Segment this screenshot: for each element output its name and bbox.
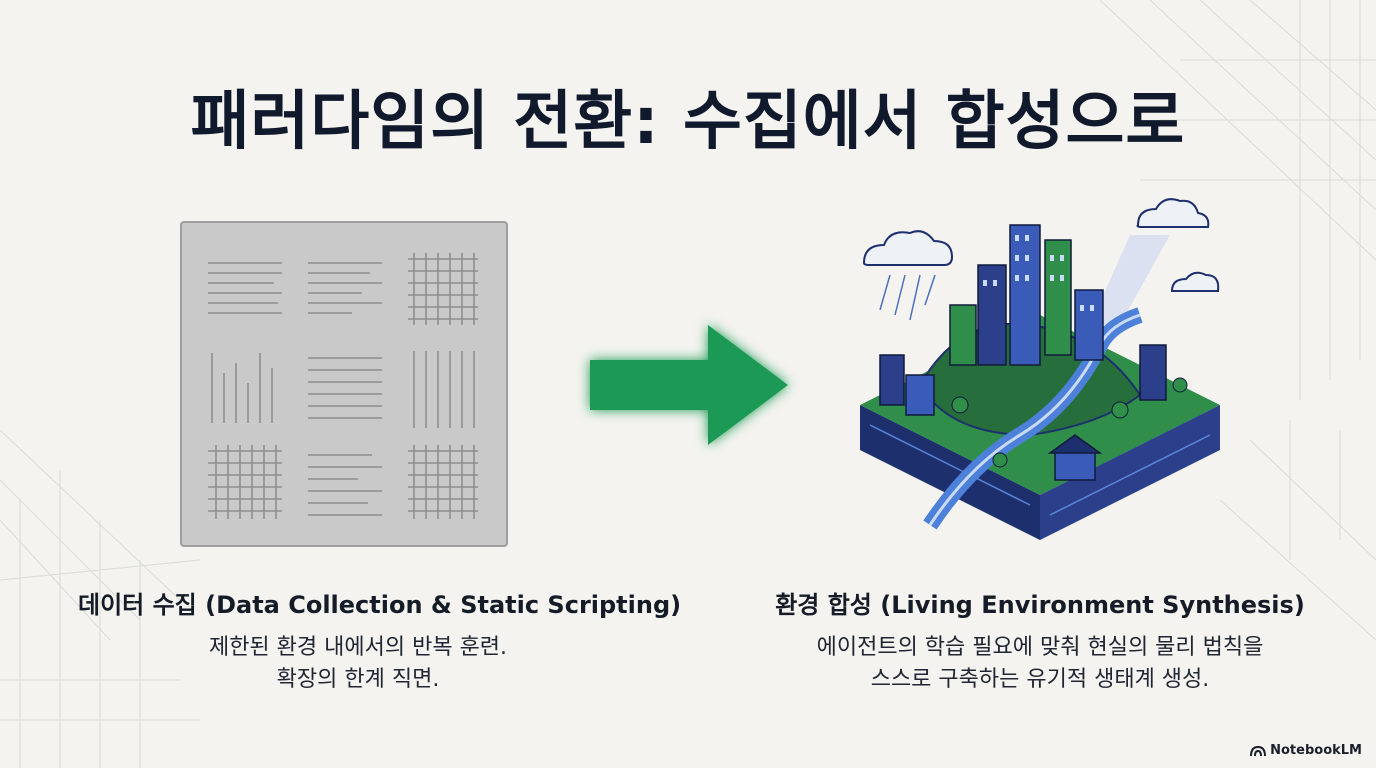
grid-icon-3 [408,445,478,519]
right-desc-line-1: 에이전트의 학습 필요에 맞춰 현실의 물리 법칙을 [816,635,1264,660]
brand-name: NotebookLM [1270,743,1362,758]
left-heading: 데이터 수집 (Data Collection & Static Scripti… [78,591,682,619]
right-heading: 환경 합성 (Living Environment Synthesis) [775,591,1305,619]
notebooklm-brand: NotebookLM [1250,743,1362,758]
transition-arrow-icon [590,325,788,445]
page-title: 패러다임의 전환: 수집에서 합성으로 [190,85,1186,159]
living-environment-city-illustration [860,198,1220,540]
grid-icon [408,253,478,325]
horizontal-lines-icon-2 [308,357,382,419]
text-lines-icon-2 [308,454,382,516]
text-lines-icon [308,262,382,314]
static-data-panel [180,221,508,547]
horizontal-lines-icon [208,262,282,314]
right-description: 에이전트의 학습 필요에 맞춰 현실의 물리 법칙을 스스로 구축하는 유기적 … [740,632,1340,696]
right-desc-line-2: 스스로 구축하는 유기적 생태계 생성. [870,667,1210,692]
cloud-icon [862,198,1220,292]
left-description: 제한된 환경 내에서의 반복 훈련. 확장의 한계 직면. [78,632,638,696]
vertical-lines-icon [413,351,475,428]
left-desc-line-2: 확장의 한계 직면. [276,667,440,692]
grid-icon-2 [208,445,282,519]
notebooklm-logo-icon [1250,745,1267,756]
vertical-bars-icon [211,353,273,423]
static-pattern-illustration [208,253,478,519]
left-desc-line-1: 제한된 환경 내에서의 반복 훈련. [208,635,508,660]
